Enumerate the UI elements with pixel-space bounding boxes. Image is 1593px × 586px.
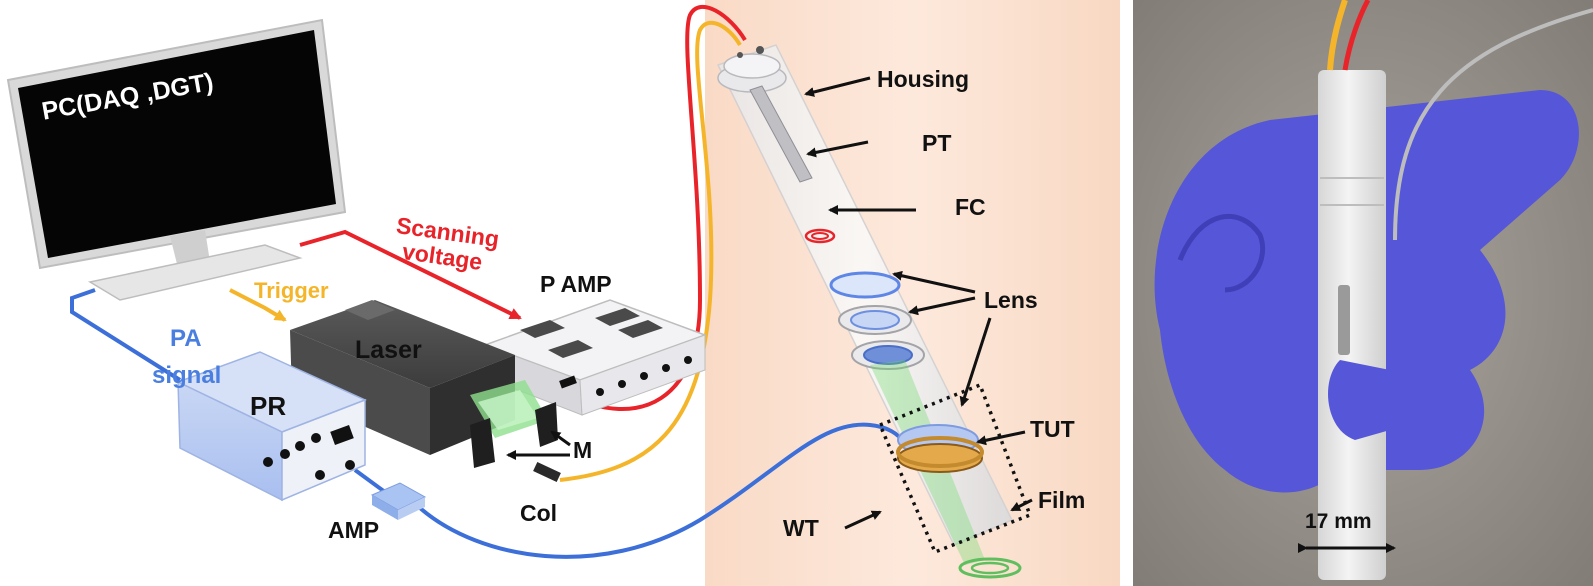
amp-label: AMP [328, 517, 380, 543]
amp-to-probe-wire [418, 422, 917, 559]
probe-yellow-cable [559, 20, 742, 482]
p-amp-box [482, 299, 708, 416]
pr-box [176, 351, 367, 502]
optics-assembly [470, 380, 561, 483]
fc-label: FC [955, 194, 986, 220]
laser-box [290, 300, 515, 455]
pa-signal-wire [70, 288, 182, 382]
pr-to-amp-wire [353, 468, 387, 494]
pc-monitor [6, 18, 347, 301]
lens-label: Lens [984, 287, 1038, 313]
scanning-voltage-wire [299, 229, 522, 320]
amp-box [370, 482, 427, 520]
trigger-wire [229, 288, 287, 322]
collimator-label: Col [520, 500, 558, 526]
callout-arrows [506, 76, 1033, 530]
wt-label: WT [783, 515, 819, 541]
probe-exploded-view [716, 44, 1033, 579]
probe-body [1318, 70, 1386, 580]
signal-label: signal [152, 362, 222, 389]
scale-label: 17 mm [1305, 510, 1372, 533]
pa-label: PA [170, 325, 202, 352]
tut-label: TUT [1030, 416, 1075, 442]
p-amp-label: P AMP [540, 271, 612, 297]
mirror-label: M [573, 437, 593, 463]
laser-label: Laser [355, 336, 422, 364]
probe-red-cable [567, 4, 747, 411]
pr-label: PR [250, 391, 287, 421]
probe-photo [1133, 0, 1593, 586]
trigger-label: Trigger [254, 278, 329, 303]
film-label: Film [1038, 487, 1086, 513]
pt-label: PT [922, 130, 952, 156]
housing-label: Housing [877, 66, 969, 92]
